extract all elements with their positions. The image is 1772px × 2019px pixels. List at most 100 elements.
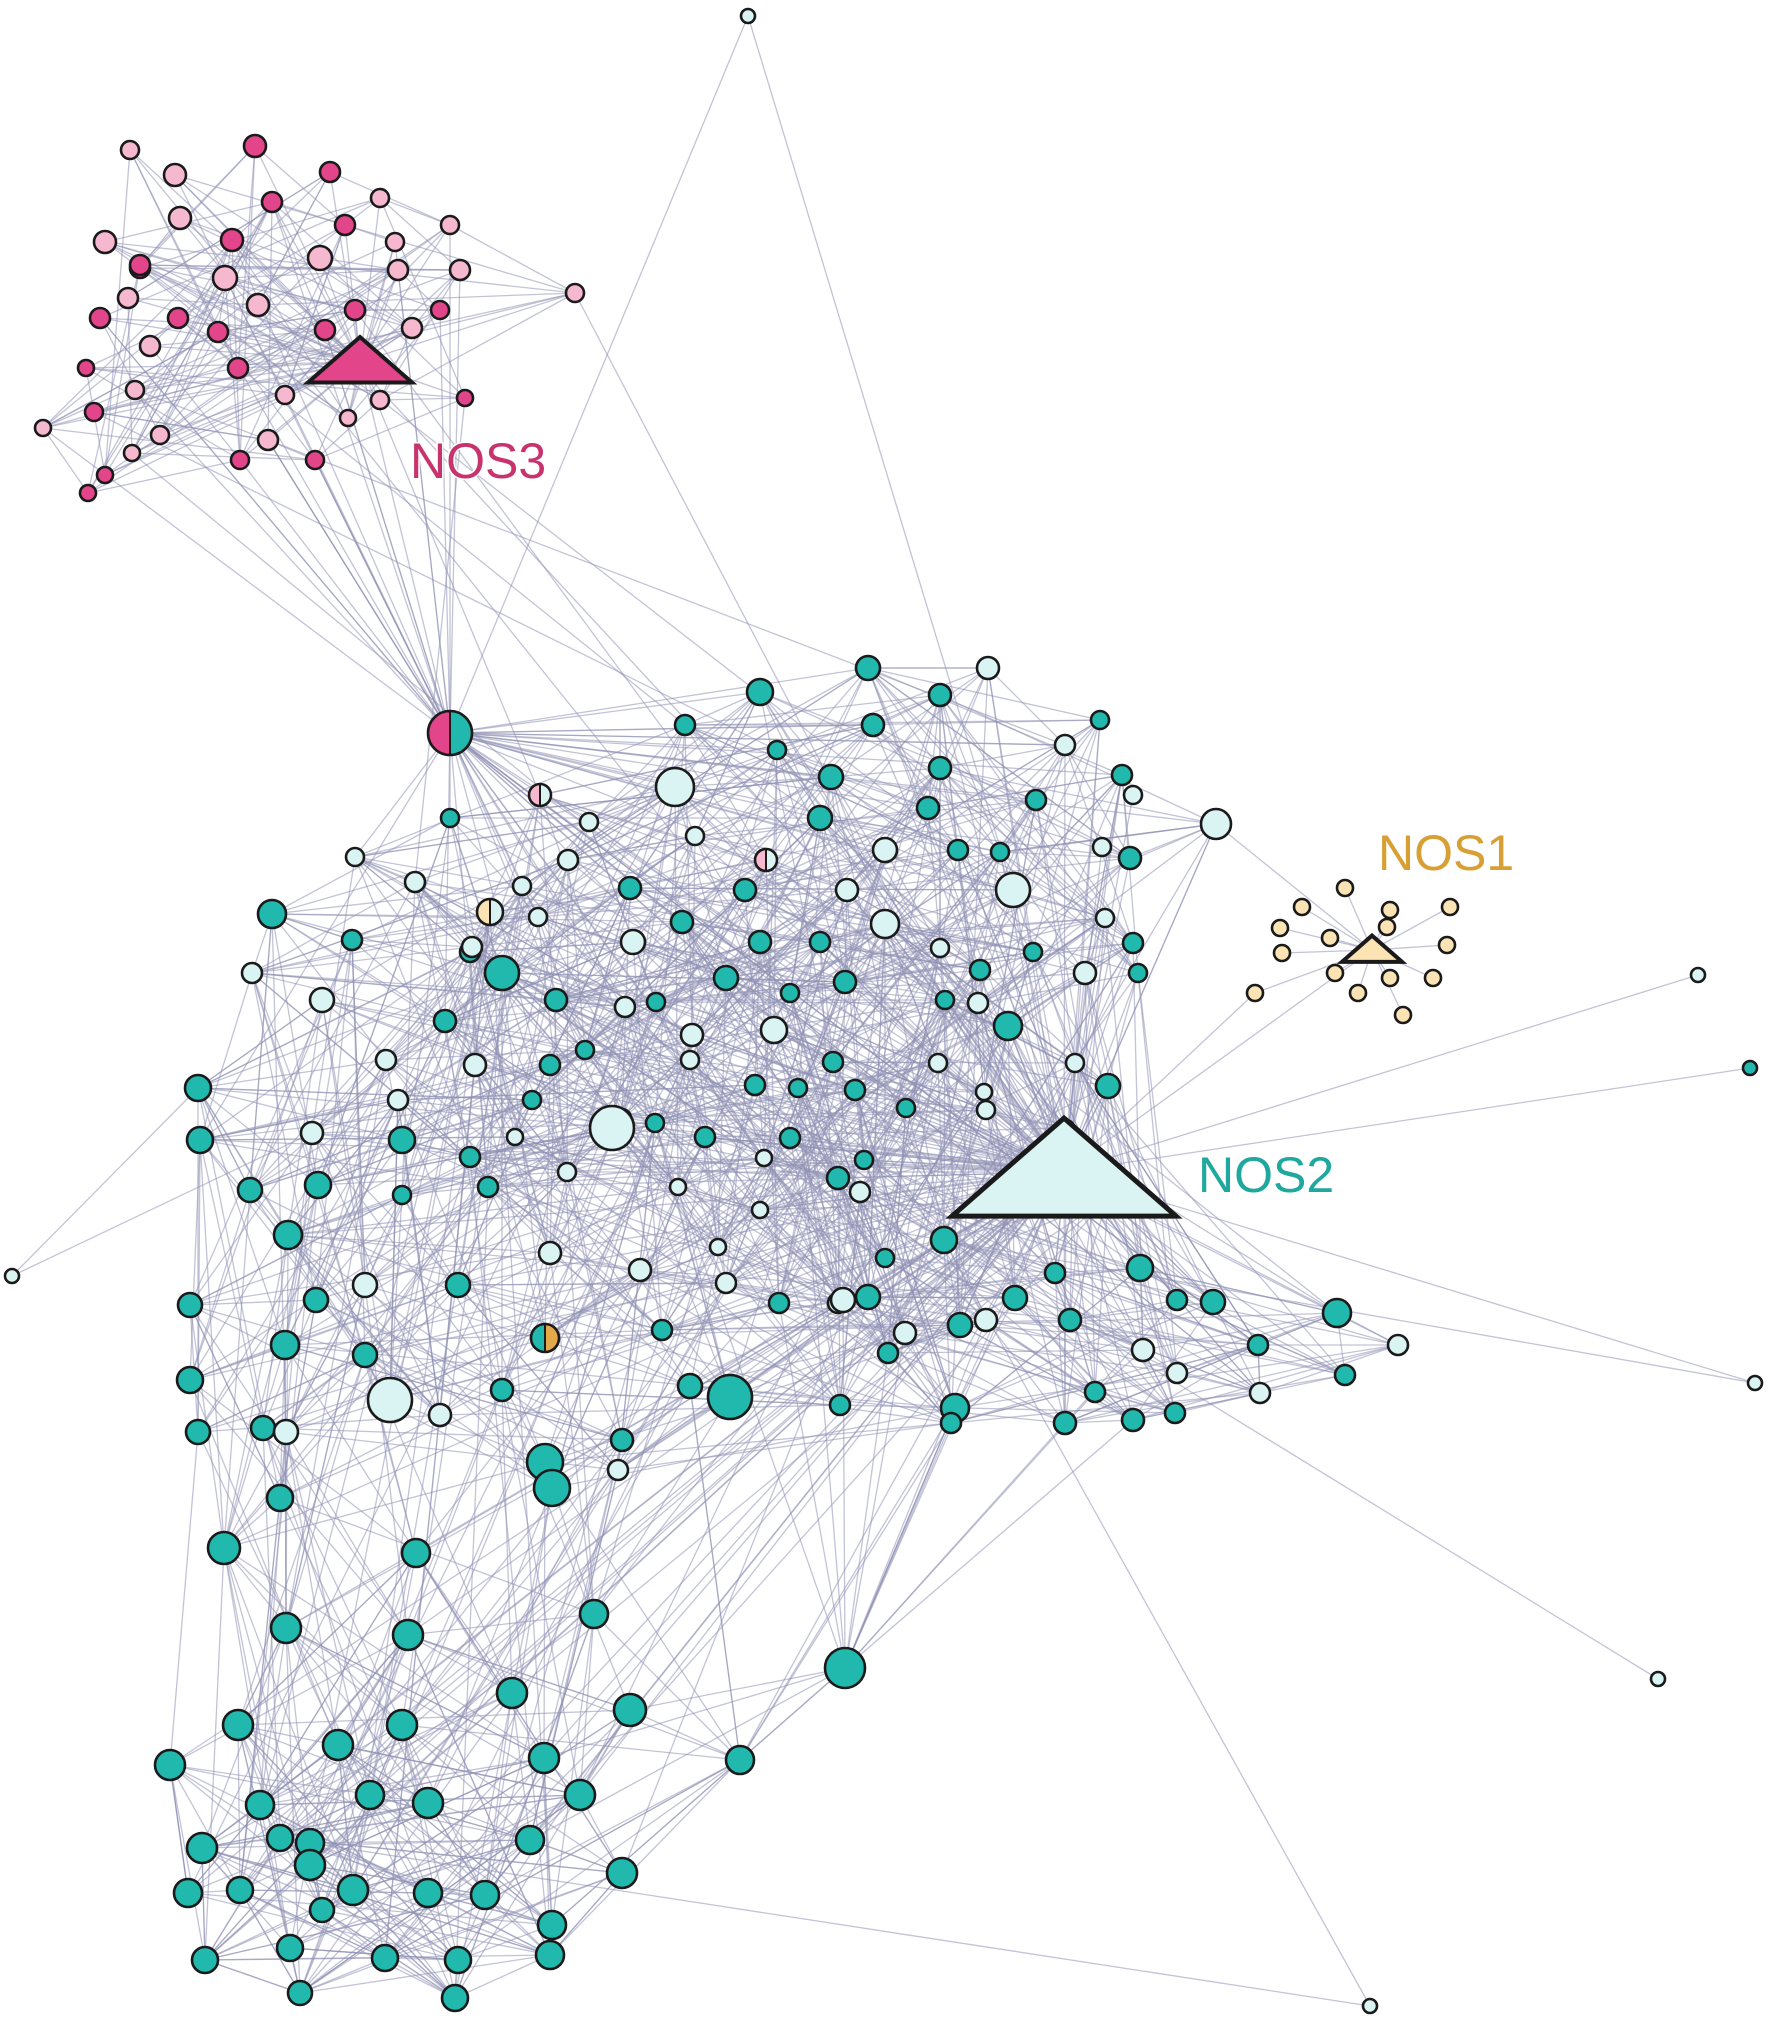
network-edge xyxy=(624,767,941,1008)
network-edge xyxy=(311,1132,503,1391)
network-edge xyxy=(763,1157,956,1409)
network-edge xyxy=(223,1547,429,1804)
nos2-node-circle-icon xyxy=(724,1744,756,1776)
nos2-node-circle-icon xyxy=(644,1112,666,1134)
network-edge xyxy=(501,1302,780,1391)
network-edge xyxy=(593,1396,731,1615)
network-edge xyxy=(284,1329,663,1346)
nos2-node-circle-icon xyxy=(1024,788,1048,812)
network-edge xyxy=(1259,1374,1346,1394)
network-edge xyxy=(549,1252,780,1304)
nos2-node-circle-icon xyxy=(1361,1997,1379,2015)
nos2-node-circle-icon xyxy=(1321,1297,1353,1329)
network-edge xyxy=(321,999,366,1286)
network-edge xyxy=(544,1312,1338,1339)
network-edge xyxy=(1063,846,1103,1173)
nos3-node-circle-icon xyxy=(400,316,424,340)
network-edge xyxy=(778,981,846,1304)
network-edge xyxy=(484,859,767,1896)
nos2-node-circle-icon xyxy=(929,937,951,959)
network-edge xyxy=(315,1059,387,1301)
network-edge xyxy=(759,941,869,1298)
network-edge xyxy=(939,767,1139,974)
network-edge xyxy=(629,1709,741,1761)
nos2-node-circle-icon xyxy=(527,1741,561,1775)
nos2-node-circle-icon xyxy=(537,1240,563,1266)
nos2-node-circle-icon xyxy=(673,713,697,737)
network-edge xyxy=(449,691,761,734)
nos2-node-circle-icon xyxy=(391,1184,413,1206)
network-edge xyxy=(474,1064,731,1398)
nos2-node-circle-icon xyxy=(153,1748,187,1782)
network-edge xyxy=(104,241,576,294)
network-edge xyxy=(401,951,471,1196)
nos3-node-circle-icon xyxy=(369,187,391,209)
nos2-node-circle-icon xyxy=(374,1048,398,1072)
network-edge xyxy=(939,694,1134,944)
network-edge xyxy=(839,1091,985,1406)
nos2-node-circle-icon xyxy=(779,982,801,1004)
nos2-node-circle-icon xyxy=(511,875,533,897)
network-edge xyxy=(42,331,219,429)
nos2-node-circle-icon xyxy=(869,908,901,940)
nos2-node-circle-icon xyxy=(821,1050,845,1074)
network-edge xyxy=(309,817,821,1844)
nos3-node-circle-icon xyxy=(429,299,451,321)
network-edge xyxy=(739,1422,952,1761)
network-edge xyxy=(977,951,1034,1004)
network-edge xyxy=(621,969,981,1874)
network-edge xyxy=(439,309,451,734)
network-edge xyxy=(449,667,869,734)
nos3-label: NOS3 xyxy=(410,433,546,489)
nos2-node-circle-icon xyxy=(1246,1333,1270,1357)
network-edge xyxy=(959,1197,1109,1326)
network-edge xyxy=(954,1297,1016,1409)
network-edge xyxy=(321,1909,551,1956)
nos2-node-circle-icon xyxy=(460,935,484,959)
network-edge xyxy=(704,1136,1066,1171)
nos2-node-circle-icon xyxy=(679,1022,705,1048)
network-edge xyxy=(539,794,595,1615)
network-edge xyxy=(239,459,451,734)
network-edge xyxy=(1094,1344,1399,1393)
network-edge xyxy=(259,1171,1065,1806)
network-edge xyxy=(285,1354,366,1629)
network-edge xyxy=(285,1627,301,1994)
nos1-node-circle-icon xyxy=(1423,968,1443,988)
network-edge xyxy=(267,439,451,734)
network-edge xyxy=(87,459,241,494)
network-edge xyxy=(279,1329,663,1499)
nos2-node-circle-icon xyxy=(432,1008,458,1034)
network-edge xyxy=(237,1724,456,1999)
network-edge xyxy=(384,911,491,1959)
network-edge xyxy=(309,1842,1371,2007)
network-edge xyxy=(315,1299,503,1391)
network-edge xyxy=(284,1344,623,1441)
nos3-node-circle-icon xyxy=(338,408,358,428)
network-edge xyxy=(904,1332,1178,1374)
network-edge xyxy=(529,1171,1065,1841)
network-edge xyxy=(93,411,832,778)
nos2-node-circle-icon xyxy=(1091,836,1113,858)
nos2-node-circle-icon xyxy=(1741,1059,1759,1077)
network-edge xyxy=(593,1084,756,1615)
network-edge xyxy=(197,1099,399,1433)
network-edge xyxy=(484,1692,513,1896)
nos2-node-circle-icon xyxy=(275,1933,305,1963)
network-edge xyxy=(223,1184,319,1549)
nos3-node-circle-icon xyxy=(219,227,245,253)
nos2-node-circle-icon xyxy=(1064,1052,1086,1074)
network-edge xyxy=(469,1156,551,1956)
network-edge xyxy=(943,1239,1371,2007)
network-edge xyxy=(454,1692,513,1999)
network-edge xyxy=(204,1864,311,1961)
network-edge xyxy=(299,1839,531,1994)
network-edge xyxy=(537,817,821,918)
nos2-node-circle-icon xyxy=(669,909,695,935)
network-edge xyxy=(285,1627,545,1759)
network-edge xyxy=(819,941,834,1063)
nos2-node-circle-icon xyxy=(1165,1288,1189,1312)
network-edge xyxy=(484,1759,741,1896)
nos2-node-circle-icon xyxy=(190,1945,220,1975)
nos2-node-circle-icon xyxy=(817,763,845,791)
